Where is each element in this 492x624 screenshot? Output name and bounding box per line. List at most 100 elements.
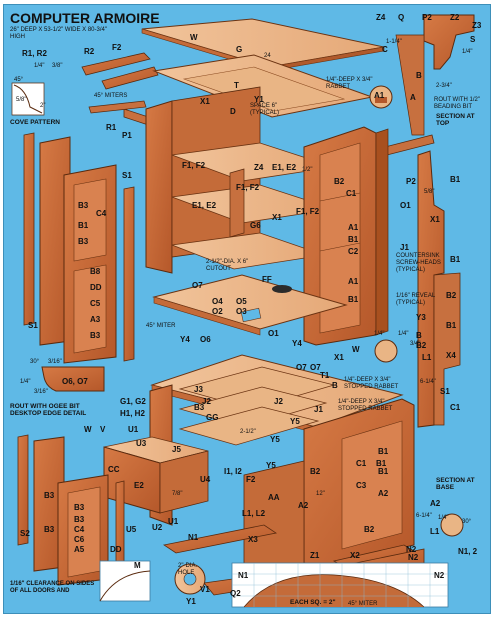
part-label: X1	[272, 213, 282, 222]
part-label: F2	[246, 475, 256, 484]
part-label: B3	[78, 237, 89, 246]
note-stopped-rabbet-1: 1/4"-DEEP X 3/4" STOPPED RABBET	[344, 377, 399, 390]
part-label: DD	[90, 283, 102, 292]
part-label: J1	[400, 243, 409, 252]
part-label: C1	[356, 459, 367, 468]
part-label: U5	[126, 525, 137, 534]
part-label: A5	[74, 545, 85, 554]
section-base-caption: SECTION AT BASE	[436, 477, 475, 491]
part-label: E1, E2	[272, 163, 297, 172]
note-countersink: COUNTERSINK SCREW-HEADS (TYPICAL)	[396, 253, 441, 273]
dim: 6-1/4"	[420, 379, 436, 385]
note-dia-hole: 2"-DIA. HOLE	[178, 563, 198, 576]
part-label: N2	[408, 553, 419, 562]
part-label: J5	[172, 445, 181, 454]
part-label: B1	[446, 321, 457, 330]
part-label: D	[230, 107, 236, 116]
part-label: S	[470, 35, 476, 44]
part-label: C5	[90, 299, 101, 308]
part-label: AA	[268, 493, 280, 502]
scale-caption: EACH SQ. = 2"	[290, 599, 336, 606]
note-space: SPACE 6" (TYPICAL)	[250, 103, 280, 116]
part-label: G1, G2	[120, 397, 146, 406]
part-label: A3	[90, 315, 101, 324]
part-label: R2	[84, 47, 95, 56]
part-label: B3	[44, 525, 55, 534]
part-label: E2	[134, 481, 144, 490]
part-label: S2	[20, 529, 30, 538]
part-label: B2	[334, 177, 345, 186]
part-label: N1, 2	[458, 547, 478, 556]
part-label: C6	[74, 535, 85, 544]
part-label: H1, H2	[120, 409, 145, 418]
part-label: S1	[440, 387, 450, 396]
part-label: B2	[310, 467, 321, 476]
part-label: Y1	[186, 597, 196, 606]
exploded-drawing	[11, 14, 475, 608]
part-label: N2	[434, 571, 445, 580]
part-label: X1	[334, 353, 344, 362]
dim: 1/4"	[438, 515, 449, 521]
part-label: B1	[378, 467, 389, 476]
part-label: B3	[78, 201, 89, 210]
part-label: O6, O7	[62, 377, 88, 386]
part-label: CC	[108, 465, 120, 474]
part-label: B1	[450, 255, 461, 264]
note-miters: 45° MITERS	[94, 93, 128, 99]
part-label: R1	[106, 123, 117, 132]
scale-grid	[99, 560, 449, 608]
part-label: GG	[206, 413, 219, 422]
part-label: FF	[262, 275, 272, 284]
part-label: A1	[348, 277, 359, 286]
dim: 1/4"	[20, 379, 31, 385]
part-label: O4	[212, 297, 223, 306]
part-label: J1	[314, 405, 323, 414]
part-label: O7	[296, 363, 307, 372]
part-label: Z4	[254, 163, 264, 172]
part-label: O1	[268, 329, 279, 338]
part-label: R1, R2	[22, 49, 47, 58]
part-label: U4	[200, 475, 211, 484]
part-label: Z3	[472, 21, 482, 30]
part-label: Y4	[292, 339, 302, 348]
clearance-caption: 1/16" CLEARANCE ON SIDES OF ALL DOORS AN…	[10, 581, 95, 594]
part-label: B1	[376, 459, 387, 468]
part-label: C1	[346, 189, 357, 198]
desk-edge-detail-caption: ROUT WITH OGEE BIT DESKTOP EDGE DETAIL	[10, 403, 87, 417]
dim: 1-1/4"	[386, 39, 402, 45]
part-label: B2	[364, 525, 375, 534]
dim: 30°	[30, 359, 40, 365]
part-label: B3	[44, 491, 55, 500]
upper-case-bottom	[152, 274, 348, 336]
part-label: E1, E2	[192, 201, 217, 210]
part-label: F1, F2	[182, 161, 206, 170]
part-label: O3	[236, 307, 247, 316]
diagram-sheet: COMPUTER ARMOIRE 26" DEEP X 53-1/2" WIDE…	[3, 4, 491, 614]
part-label: S1	[28, 321, 38, 330]
part-label: Y5	[266, 461, 276, 470]
dim: 3/16"	[34, 389, 48, 395]
hole-detail	[174, 563, 206, 595]
part-label: C3	[356, 481, 367, 490]
dim: 1/4"	[398, 331, 409, 337]
part-label: B2	[416, 341, 427, 350]
part-label: Y5	[270, 435, 280, 444]
part-label: B	[416, 71, 422, 80]
part-label: M	[134, 561, 141, 570]
part-label: C	[382, 45, 388, 54]
part-label: P2	[406, 177, 416, 186]
part-label: C4	[74, 525, 85, 534]
part-label: A1	[348, 223, 359, 232]
part-label: B1	[378, 447, 389, 456]
note-beading: ROUT WITH 1/2" BEADING BIT	[434, 97, 481, 110]
part-label: F1, F2	[236, 183, 260, 192]
part-label: O5	[236, 297, 247, 306]
desk-edge-detail	[41, 366, 105, 392]
part-label: C4	[96, 209, 107, 218]
part-label: O7	[310, 363, 321, 372]
part-label: X3	[248, 535, 258, 544]
part-label: N1	[188, 533, 199, 542]
part-label: B1	[78, 221, 89, 230]
dim: 1/4"	[462, 49, 473, 55]
upper-left-door	[23, 132, 135, 364]
